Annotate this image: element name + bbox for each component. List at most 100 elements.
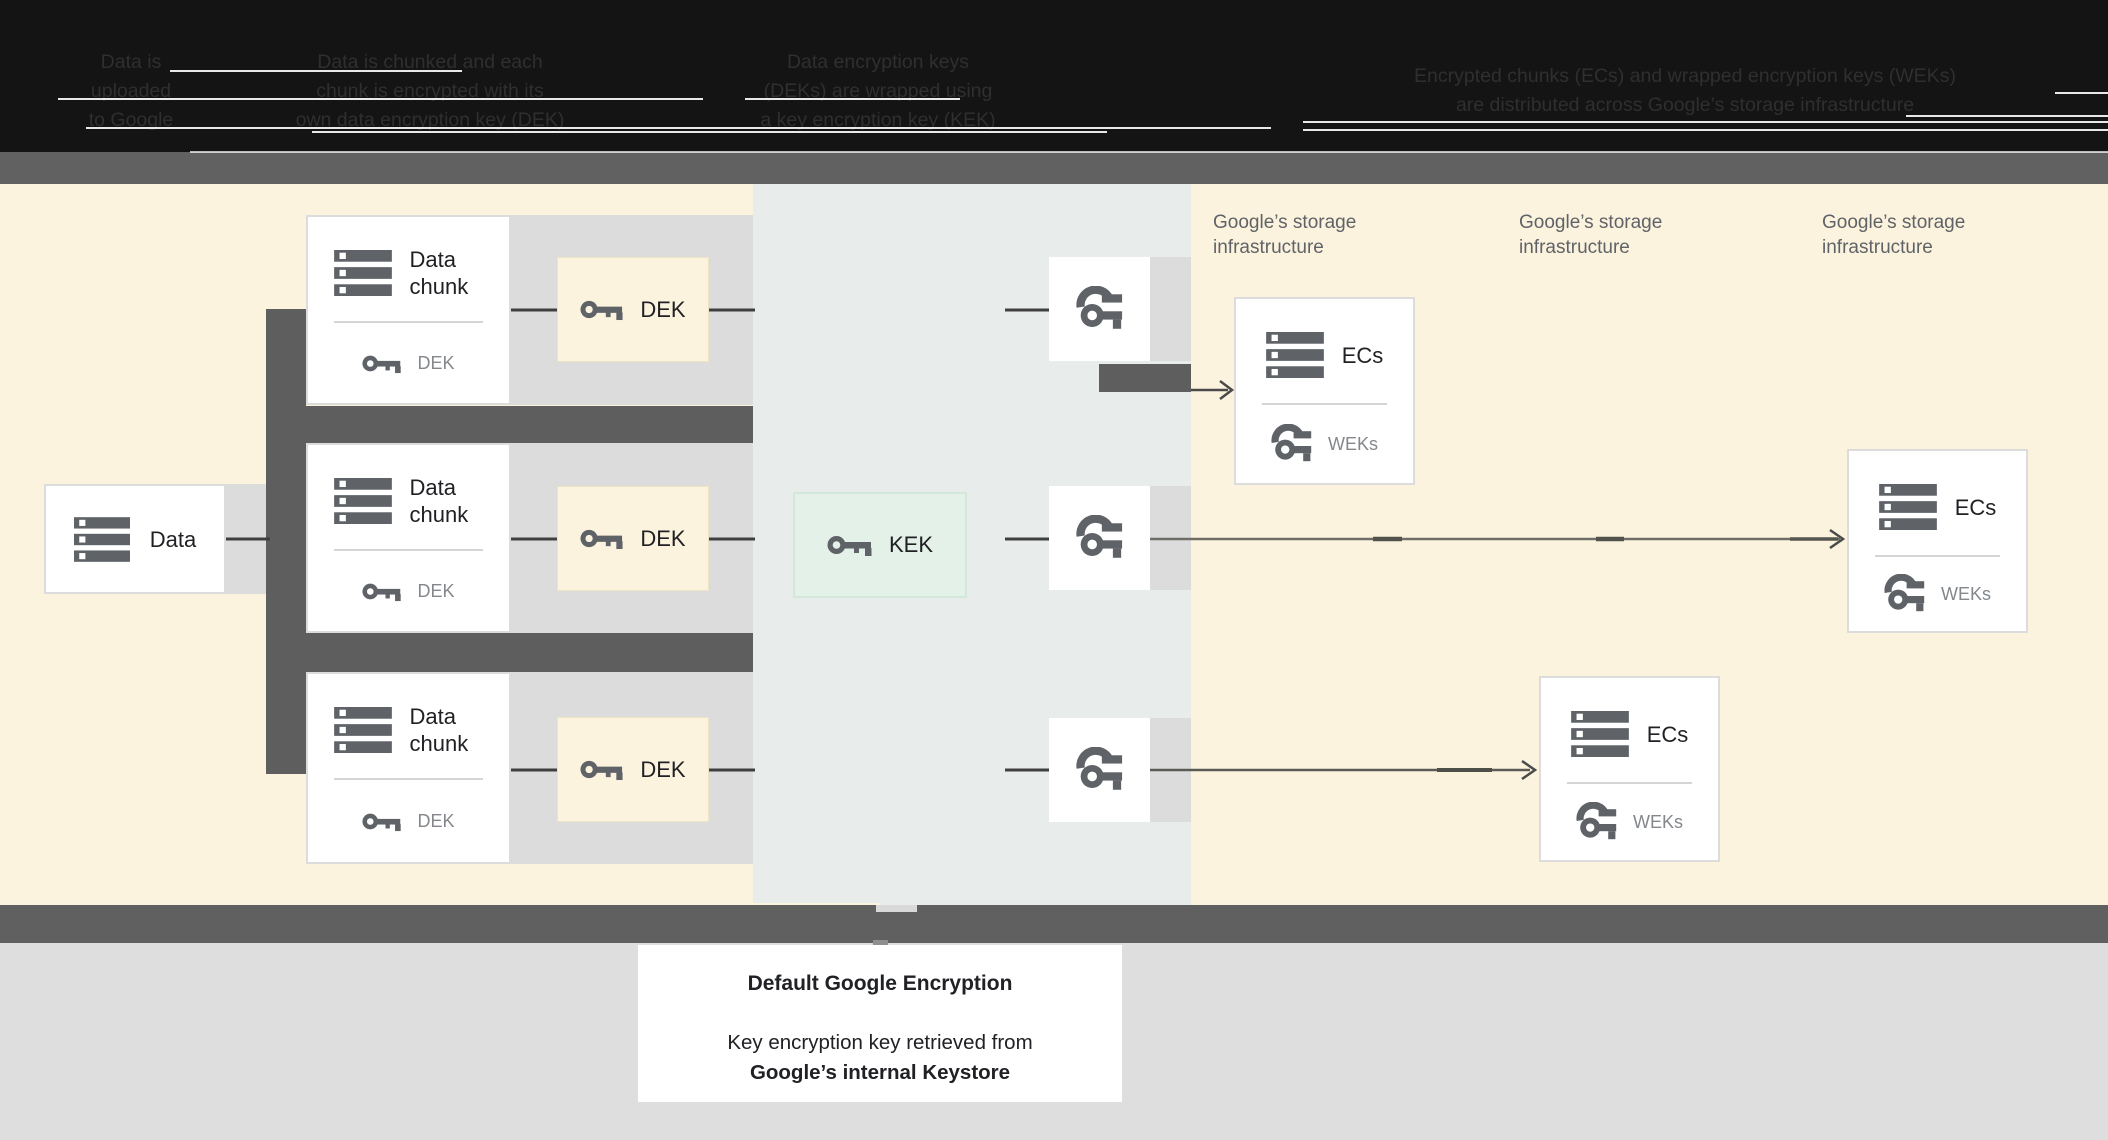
chunk-card-title: Data chunk	[409, 704, 469, 756]
key-icon	[362, 583, 402, 601]
step-1-line: to Google	[88, 109, 174, 131]
dek-box-3: DEK	[557, 717, 709, 822]
ecs-card-1: ECs WEKs	[1234, 297, 1415, 485]
storage-label-line: Google’s storage	[1213, 212, 1357, 233]
card-divider	[1875, 555, 2000, 557]
dek-box-label: DEK	[640, 525, 686, 551]
step-3-line: (DEKs) are wrapped using	[763, 80, 993, 102]
key-icon	[362, 813, 402, 831]
storage-infra-label-3: Google’s storage infrastructure	[1822, 210, 1965, 260]
card-divider	[334, 321, 483, 323]
storage-infra-label-1: Google’s storage infrastructure	[1213, 210, 1356, 260]
key1-thick-bar	[1099, 364, 1191, 392]
wrapped-key-icon	[1075, 515, 1122, 558]
header-black-band: Data is uploaded to Google Data is chunk…	[0, 0, 2108, 152]
caption-subtitle-line2: Google’s internal Keystore	[749, 1061, 1011, 1084]
dek-box-1: DEK	[557, 257, 709, 362]
wrapped-key-icon	[1884, 574, 1925, 612]
band-notch	[876, 905, 917, 912]
storage-icon	[1265, 332, 1324, 378]
header-hairline	[1303, 121, 2108, 123]
diagram-area: Data Data chunk DEK	[0, 184, 2108, 905]
storage-icon	[1878, 484, 1937, 530]
data-card: Data	[44, 484, 226, 594]
arrow-key1-head	[1219, 380, 1235, 400]
card-divider	[334, 549, 483, 551]
header-hairline	[745, 98, 960, 100]
header-step-1: Data is uploaded to Google	[31, 48, 231, 135]
header-divider-band	[0, 151, 2108, 184]
step-3-line: a key encryption key (KEK)	[760, 109, 996, 131]
wrapped-key-icon	[1271, 424, 1312, 462]
key-icon	[580, 529, 623, 550]
wrapped-key-icon	[1075, 747, 1122, 790]
data-chunk-card-3: Data chunk DEK	[306, 672, 511, 864]
header-hairline	[86, 127, 1271, 129]
arrow-row2-head	[1829, 528, 1846, 550]
ecs-card-title: ECs	[1954, 494, 1997, 520]
dek-box-label: DEK	[640, 756, 686, 782]
step-2-line: chunk is encrypted with its	[316, 80, 544, 102]
key-icon	[580, 300, 623, 321]
step-1-line: uploaded	[90, 80, 172, 102]
key-icon	[827, 536, 872, 556]
ecs-card-title: ECs	[1341, 342, 1384, 368]
band-top-highlight	[190, 151, 2108, 153]
band-behind-data	[226, 484, 268, 594]
header-step-2: Data is chunked and each chunk is encryp…	[250, 48, 610, 135]
band-behind-key-3	[1150, 718, 1191, 822]
storage-icon	[73, 516, 130, 562]
step-1-line: Data is	[100, 51, 162, 73]
ecs-card-key-label: WEKs	[1940, 583, 1991, 604]
chunk-card-title: Data chunk	[409, 247, 469, 299]
kek-box: KEK	[793, 492, 967, 598]
header-step-4: Encrypted chunks (ECs) and wrapped encry…	[1303, 62, 2067, 120]
header-hairline	[58, 98, 703, 100]
ecs-card-2: ECs WEKs	[1847, 449, 2028, 633]
card-divider	[1567, 782, 1692, 784]
wrapped-key-box-3	[1049, 718, 1150, 822]
dek-box-2: DEK	[557, 486, 709, 591]
ecs-card-3: ECs WEKs	[1539, 676, 1720, 862]
dek-box-label: DEK	[640, 296, 686, 322]
header-hairline	[2055, 92, 2108, 94]
card-divider	[1262, 403, 1387, 405]
chunk-card-key-label: DEK	[417, 810, 455, 831]
storage-label-line: infrastructure	[1213, 237, 1324, 258]
step-4-line: are distributed across Google’s storage …	[1455, 94, 1915, 116]
storage-infra-label-2: Google’s storage infrastructure	[1519, 210, 1662, 260]
storage-label-line: infrastructure	[1519, 237, 1630, 258]
ecs-card-key-label: WEKs	[1327, 433, 1378, 454]
chunk-card-key-label: DEK	[417, 352, 455, 373]
step-2-line: own data encryption key (DEK)	[295, 109, 565, 131]
caption-title: Default Google Encryption	[747, 972, 1013, 995]
storage-label-line: Google’s storage	[1519, 212, 1663, 233]
section-seam	[753, 903, 880, 905]
key-icon	[362, 355, 402, 373]
header-hairline	[1906, 115, 2108, 117]
storage-icon	[333, 478, 392, 524]
band-behind-key-2	[1150, 486, 1191, 590]
wrapped-key-box-2	[1049, 486, 1150, 590]
band-behind-key-1	[1150, 257, 1191, 361]
data-chunk-card-1: Data chunk DEK	[306, 215, 511, 405]
step-3-line: Data encryption keys	[786, 51, 970, 73]
storage-icon	[333, 707, 392, 753]
data-card-label: Data	[149, 526, 197, 552]
header-step-3: Data encryption keys (DEKs) are wrapped …	[698, 48, 1058, 135]
storage-label-line: infrastructure	[1822, 237, 1933, 258]
step-4-line: Encrypted chunks (ECs) and wrapped encry…	[1414, 65, 1956, 87]
data-chunk-card-2: Data chunk DEK	[306, 443, 511, 633]
chunk-card-key-label: DEK	[417, 580, 455, 601]
trunk-connector	[266, 309, 306, 774]
chunk-gap-bar-1	[306, 406, 753, 443]
wrapped-key-icon	[1576, 802, 1617, 840]
card-divider	[334, 778, 483, 780]
header-hairline	[1303, 129, 2108, 131]
header-hairline	[170, 70, 462, 72]
key-icon	[580, 760, 623, 781]
kek-box-label: KEK	[888, 532, 934, 557]
wrapped-key-box-1	[1049, 257, 1150, 361]
callout-notch	[873, 940, 888, 948]
